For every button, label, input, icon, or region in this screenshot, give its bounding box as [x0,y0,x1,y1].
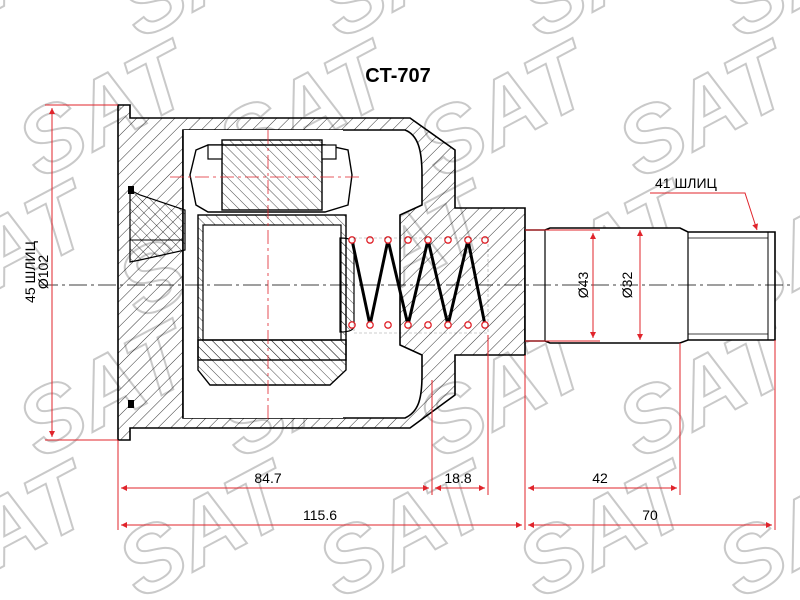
spring-coil-end [366,321,374,329]
end-cap [128,186,186,408]
spring-coil-end [444,236,452,244]
spring [339,236,489,334]
dim-neck-length: 18.8 [444,470,471,486]
roller-top-cap-r [321,144,337,160]
spring-coil-end [348,236,356,244]
watermark-logo: SAT [0,161,112,337]
spring-coil-end [404,236,412,244]
spring-coil-end [366,236,374,244]
spring-coil-end [384,321,392,329]
spring-coil-end [384,236,392,244]
dimensions [45,104,776,530]
roller-bottom [197,339,347,386]
spring-coil [350,239,487,326]
spring-coil-end [464,236,472,244]
tripod-centre [202,224,342,341]
part-number: CT-707 [365,65,431,87]
shaft-outline [524,227,776,344]
shaft-diameter-large-label: Ø43 [575,272,591,299]
watermark-logo: SAT [0,0,112,58]
spring-ends [348,236,489,329]
roller-top-core [221,139,323,211]
roller-top-cap-l [207,144,223,160]
dim-shaft-length: 70 [642,507,658,523]
spring-coil-end [444,321,452,329]
spring-coil-end [424,321,432,329]
watermark-logo: SAT [0,441,112,600]
spring-coil-end [424,236,432,244]
spring-coil-end [348,321,356,329]
spring-coil-end [481,321,489,329]
shaft-spline-label: 41 ШЛИЦ [655,175,718,191]
spring-coil-end [404,321,412,329]
watermark-logo: SAT [102,441,312,600]
shaft [524,227,776,344]
housing-spline-label: 45 ШЛИЦ [22,240,38,303]
watermark-logo: SAT [602,21,800,197]
shaft-diameter-small-label: Ø32 [619,272,635,299]
spring-coil-end [464,321,472,329]
dim-body-length: 115.6 [303,507,337,523]
watermark-logo: SAT [702,441,800,600]
housing-diameter-label: Ø102 [35,255,51,289]
dim-shaft-segment: 42 [592,470,608,486]
roller-assembly [189,139,353,386]
dim-cup-length: 84.7 [254,470,281,486]
spring-coil-end [481,236,489,244]
